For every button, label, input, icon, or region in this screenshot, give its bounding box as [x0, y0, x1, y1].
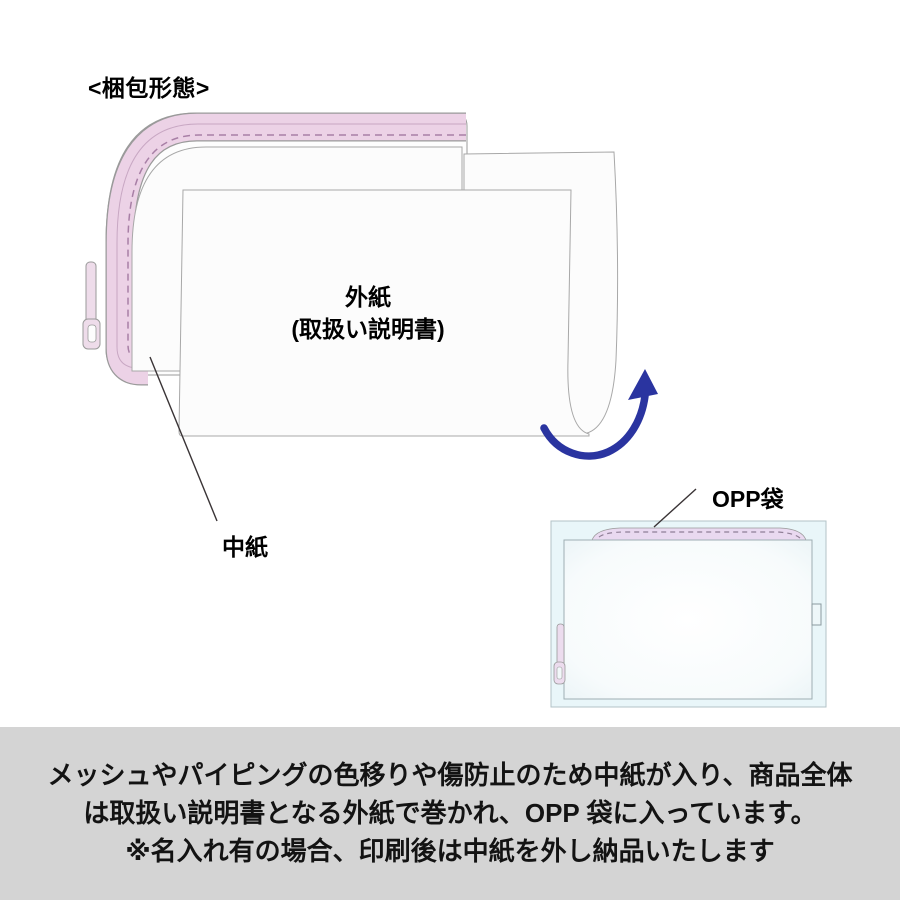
opp-paper-tab [811, 603, 822, 626]
packaging-note-line3: ※名入れ有の場合、印刷後は中紙を外し納品いたします [125, 836, 775, 866]
outer-paper-label-line2: (取扱い説明書) [291, 316, 445, 342]
outer-paper-front-sheet [178, 189, 590, 437]
zipper-pull [82, 261, 101, 350]
piping-stitch-solid [116, 123, 466, 369]
packaging-diagram [82, 112, 827, 708]
packaging-note-line1: メッシュやパイピングの色移りや傷防止のため中紙が入り、商品全体 [47, 760, 853, 790]
opp-pouch-piping-stitch [598, 531, 801, 539]
opp-bag-label: OPP袋 [712, 486, 784, 512]
page-title: <梱包形態> [88, 75, 210, 101]
opp-wrapped-paper [563, 539, 813, 700]
opp-zipper-pull [553, 623, 566, 685]
inner-paper-leader-line [149, 356, 218, 522]
wrap-direction-arrow-icon [540, 369, 658, 460]
opp-bag-illustration [550, 520, 827, 708]
inner-paper-label: 中紙 [222, 534, 268, 560]
outer-paper-label-line1: 外紙 [345, 284, 391, 310]
opp-bag-leader-line [653, 488, 697, 528]
opp-pouch-piping [591, 527, 807, 541]
packaging-note-line2: は取扱い説明書となる外紙で巻かれ、OPP 袋に入っています。 [83, 798, 817, 828]
packaging-note: メッシュやパイピングの色移りや傷防止のため中紙が入り、商品全体 は取扱い説明書と… [0, 727, 900, 900]
outer-paper-label: 外紙 (取扱い説明書) [248, 281, 488, 345]
